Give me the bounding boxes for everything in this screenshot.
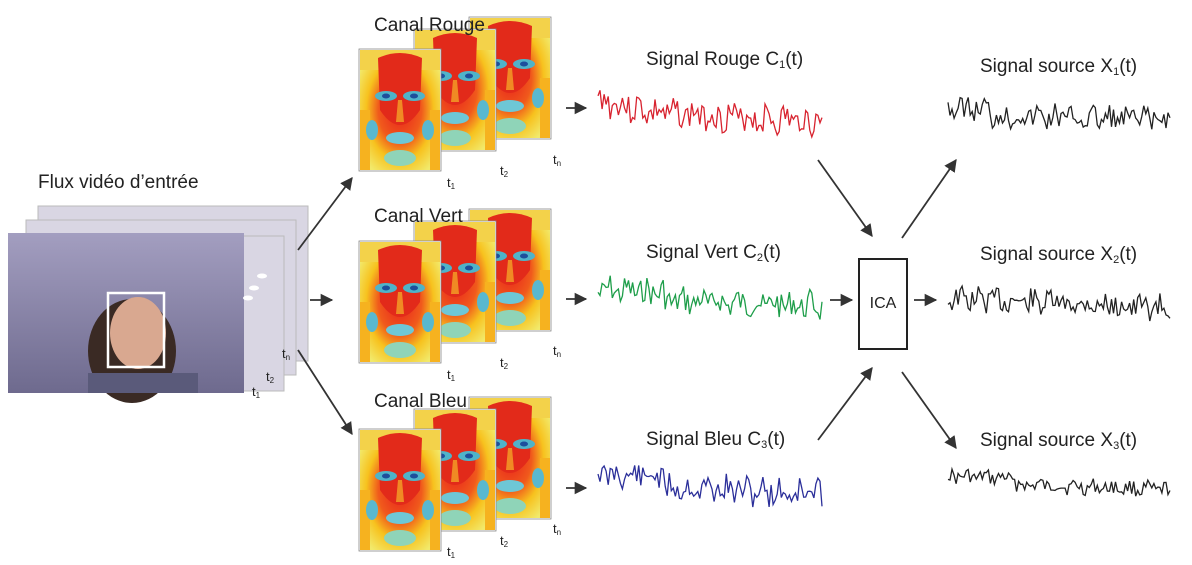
ica-block: ICA [858, 258, 908, 350]
blue-tick-tn: tn [553, 521, 562, 537]
source-label-1: Signal source X1(t) [980, 56, 1138, 78]
waveform-green [597, 275, 823, 320]
blue-tick-t1: t1 [447, 544, 456, 560]
channel-heatmap-stacks [358, 16, 552, 552]
video-tick-t2: t2 [266, 369, 275, 385]
signal-waveforms [597, 90, 1171, 508]
green-heatmap-frame [358, 240, 442, 364]
red-tick-t2: t2 [500, 163, 509, 179]
arrow-video-to-blue [297, 349, 353, 436]
channel-label-red: Canal Rouge [374, 15, 485, 36]
light-reflection [257, 273, 267, 279]
arrow-ica-to-source3 [901, 371, 957, 450]
green-tick-t1: t1 [447, 367, 456, 383]
person-face [110, 297, 166, 369]
input-video-stack [8, 205, 309, 403]
channel-label-blue: Canal Bleu [374, 391, 467, 412]
input-video-label: Flux vidéo d’entrée [38, 172, 199, 193]
red-tick-t1: t1 [447, 175, 456, 191]
blue-tick-t2: t2 [500, 533, 509, 549]
video-tick-tn: tn [282, 346, 291, 362]
person-shirt [88, 373, 198, 393]
signal-label-red: Signal Rouge C1(t) [646, 49, 804, 71]
signal-label-blue: Signal Bleu C3(t) [646, 429, 786, 451]
waveform-source-3 [947, 466, 1171, 497]
heatmap-face [360, 50, 440, 170]
arrow-blue-signal-to-ica [817, 366, 873, 441]
face-roi-box [106, 291, 166, 369]
green-tick-t2: t2 [500, 355, 509, 371]
channel-label-green: Canal Vert [374, 206, 463, 227]
light-reflection [249, 285, 259, 291]
video-tick-t1: t1 [252, 384, 261, 400]
waveform-red [597, 90, 823, 139]
red-tick-tn: tn [553, 152, 562, 168]
flow-arrows [297, 101, 957, 495]
heatmap-face [360, 430, 440, 550]
source-label-3: Signal source X3(t) [980, 430, 1138, 452]
ica-label: ICA [869, 295, 897, 312]
waveform-blue [597, 464, 823, 508]
green-tick-tn: tn [553, 343, 562, 359]
signal-label-green: Signal Vert C2(t) [646, 242, 781, 264]
heatmap-face [360, 242, 440, 362]
source-label-2: Signal source X2(t) [980, 244, 1138, 266]
blue-heatmap-frame [358, 428, 442, 552]
waveform-source-2 [947, 284, 1171, 322]
arrow-video-to-red [297, 176, 353, 251]
light-reflection [243, 295, 253, 301]
arrow-ica-to-source1 [901, 158, 957, 239]
red-heatmap-frame [358, 48, 442, 172]
arrow-red-signal-to-ica [817, 159, 873, 238]
waveform-source-1 [947, 96, 1171, 132]
